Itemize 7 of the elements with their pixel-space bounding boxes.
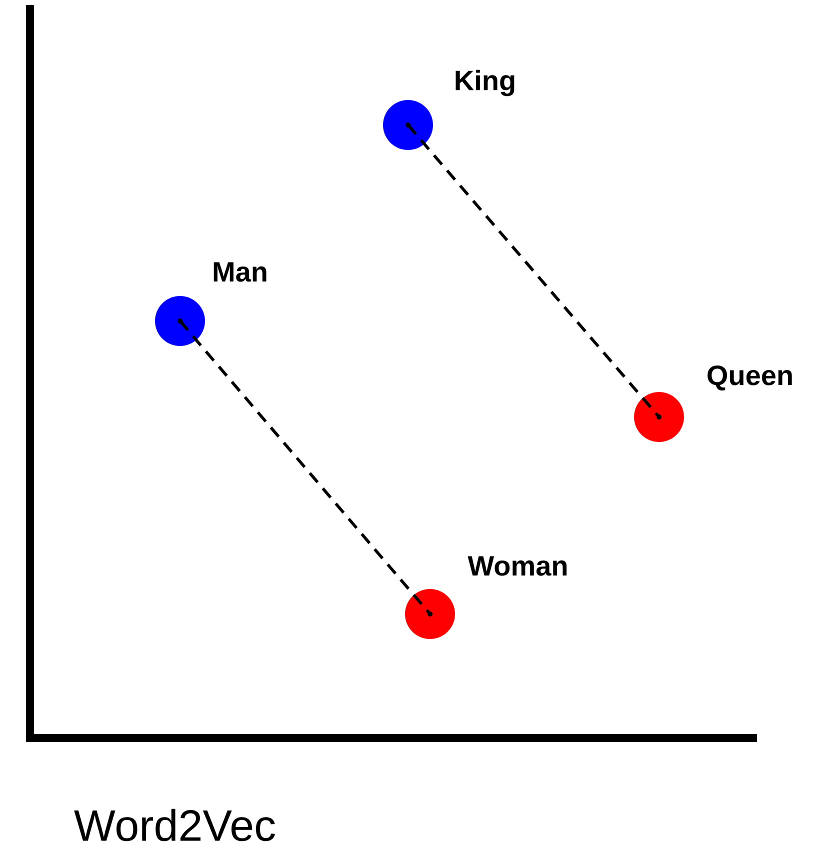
caption: Word2Vec [74, 808, 275, 842]
dashed-line [178, 320, 432, 615]
dashed-line [406, 124, 660, 418]
point-label: King [456, 70, 514, 96]
point-label: Queen [708, 365, 792, 391]
point-label: Woman [468, 556, 567, 576]
point-label: Man [214, 262, 266, 282]
